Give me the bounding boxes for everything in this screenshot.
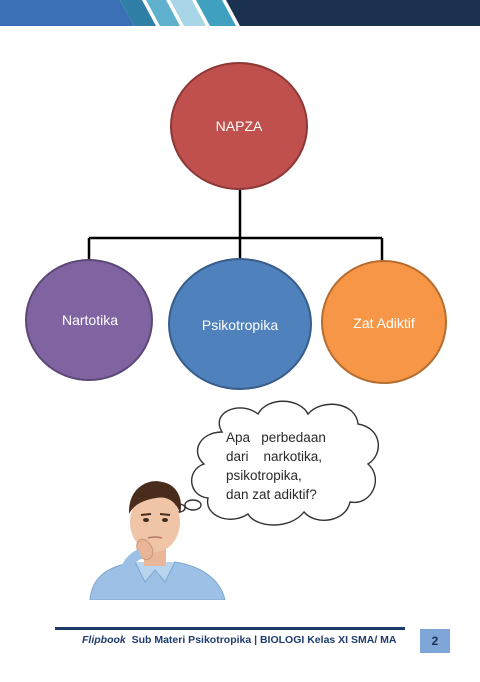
node-narkotika: Nartotika bbox=[25, 259, 153, 381]
node-psikotropika: Psikotropika bbox=[168, 258, 312, 390]
header-stripe-blue bbox=[0, 0, 134, 26]
header-band bbox=[0, 0, 480, 26]
thought-line-1: Apa perbedaan bbox=[226, 430, 326, 445]
node-psikotropika-label: Psikotropika bbox=[202, 317, 278, 333]
footer-text: Sub Materi Psikotropika | BIOLOGI Kelas … bbox=[131, 634, 397, 646]
footer-flipbook-label: Flipbook bbox=[82, 634, 126, 646]
header-stripe-dark bbox=[226, 0, 480, 26]
diagram-connectors bbox=[87, 188, 384, 262]
node-narkotika-label: Nartotika bbox=[62, 312, 118, 328]
napza-diagram: NAPZA Nartotika Psikotropika Zat Adiktif bbox=[25, 62, 447, 390]
thought-bubble-text: Apa perbedaan dari narkotika, psikotropi… bbox=[226, 428, 341, 504]
thinking-man-image bbox=[89, 481, 226, 600]
footer-divider bbox=[55, 627, 405, 630]
node-zat-adiktif-label: Zat Adiktif bbox=[353, 315, 415, 331]
thought-line-3: psikotropika, bbox=[226, 468, 302, 483]
thought-line-2: dari narkotika, bbox=[226, 449, 323, 464]
thought-line-4: dan zat adiktif? bbox=[226, 487, 317, 502]
header-stripe-1 bbox=[120, 0, 156, 26]
node-napza: NAPZA bbox=[170, 62, 308, 190]
node-zat-adiktif: Zat Adiktif bbox=[321, 260, 447, 384]
node-napza-label: NAPZA bbox=[216, 118, 263, 134]
footer-caption: Flipbook Sub Materi Psikotropika | BIOLO… bbox=[82, 634, 397, 646]
header-stripe-3 bbox=[170, 0, 206, 26]
header-stripe-2 bbox=[146, 0, 180, 26]
page-number: 2 bbox=[420, 629, 450, 653]
header-stripe-4 bbox=[196, 0, 236, 26]
